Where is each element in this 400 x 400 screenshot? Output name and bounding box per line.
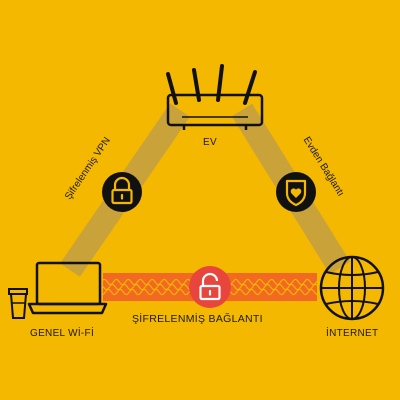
node-label-public-wifi: GENEL Wİ-Fİ: [30, 328, 95, 339]
lock-icon: [102, 172, 142, 212]
router-icon: [166, 64, 264, 130]
link-label-bottom: ŞİFRELENMİŞ BAĞLANTI: [132, 313, 263, 325]
laptop-coffee-icon: [8, 261, 108, 319]
shield-heart-icon: [276, 172, 316, 212]
node-label-home: EV: [203, 137, 217, 148]
globe-icon: [319, 255, 385, 321]
node-label-internet: İNTERNET: [326, 328, 379, 339]
unlocked-lock-icon: [189, 266, 231, 308]
